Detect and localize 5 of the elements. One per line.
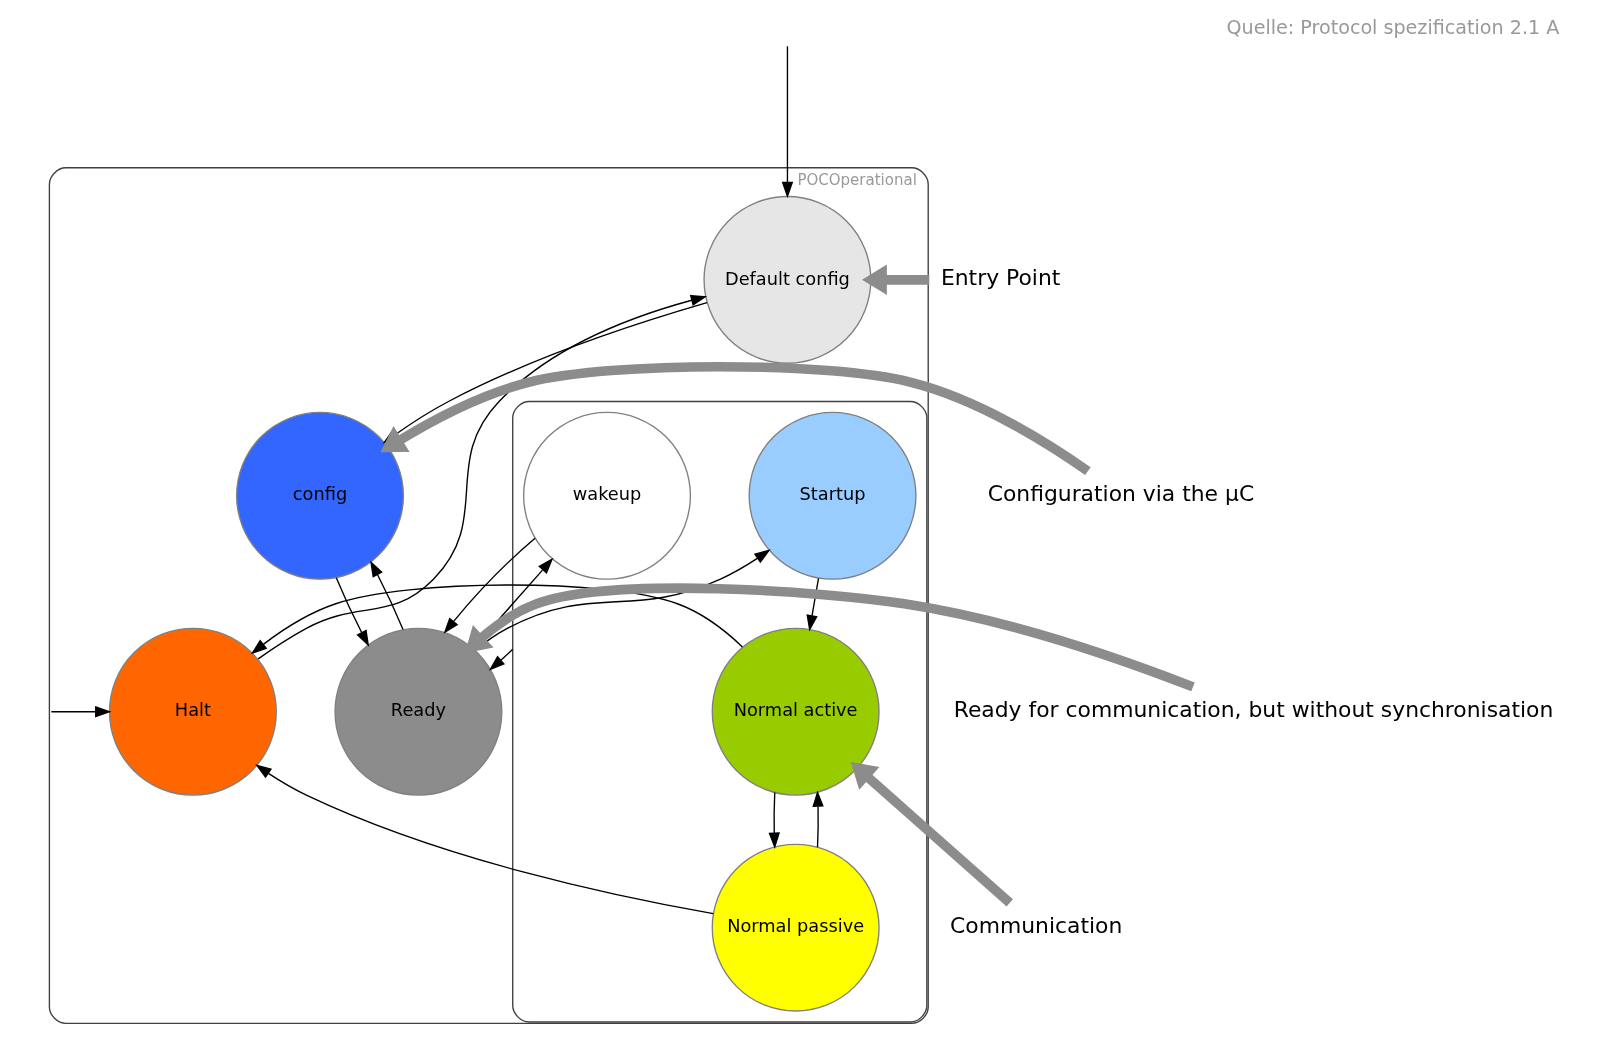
node-text: Ready for communication, but without synchronisation — [953, 696, 1554, 722]
node-text: Configuration via the µC — [987, 480, 1255, 506]
node-text: Communication — [950, 912, 1123, 938]
node-text: Entry Point — [940, 265, 1061, 291]
caption: Quelle: Protocol spezification 2.1 A — [1226, 16, 1560, 40]
